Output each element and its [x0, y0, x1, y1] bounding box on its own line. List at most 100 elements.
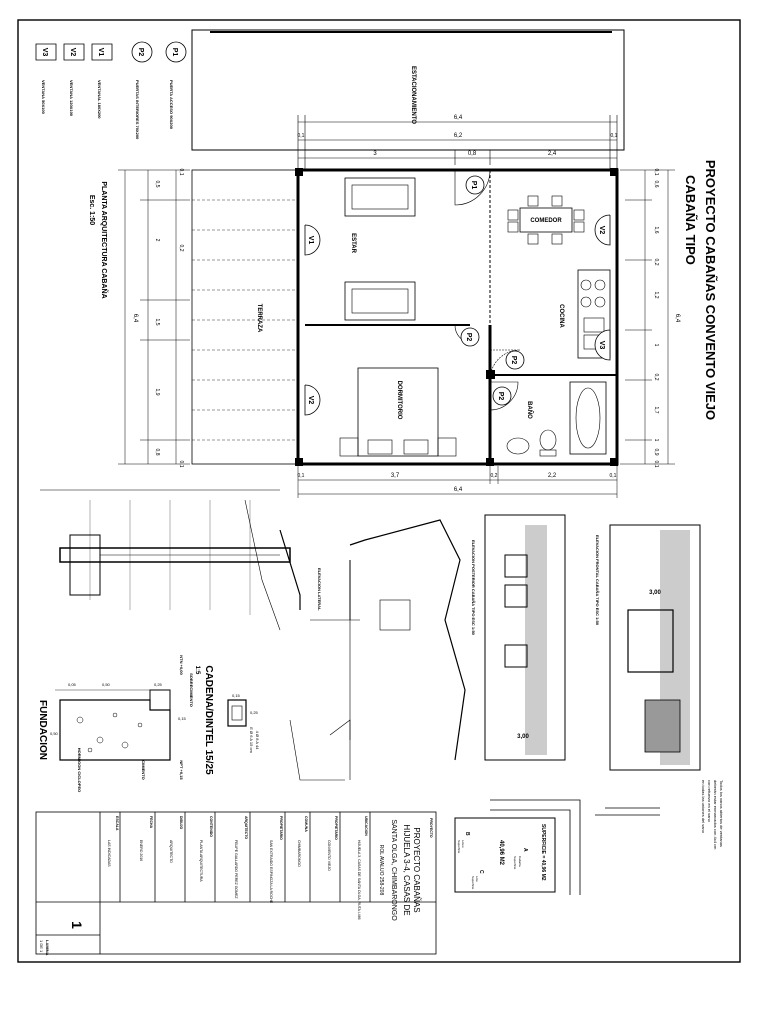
grid-letter: B — [464, 832, 470, 836]
tb-proyecto-line: ROL AVALUO 258-208 — [378, 845, 384, 896]
sink — [506, 437, 530, 455]
plan-marks: P1 P2 P2 P2 V1 V2 V2 V3 — [304, 175, 611, 416]
dim-left-seg: 0,1 — [178, 169, 184, 176]
legend-tag: V1 — [97, 48, 104, 57]
tb-row-value: CHIMBARONGO — [297, 840, 301, 867]
room-label-estar: ESTAR — [350, 233, 356, 254]
fund-dim: 0,50 — [102, 682, 111, 687]
mark-v2: V2 — [307, 396, 314, 405]
frontal-elevation-label: ELEVACION FRONTAL CABAÑA TIPO ESC 1:50 — [595, 535, 600, 626]
cadena-label: CADENA/DINTEL 15/25 — [203, 665, 214, 775]
npt-label: NPT +0,15 — [179, 760, 184, 780]
frontal-elevation — [609, 524, 701, 771]
dim-left-seg: 0,2 — [178, 245, 184, 252]
mark-v3: V3 — [598, 341, 605, 350]
dining-table — [519, 207, 573, 233]
fundacion-label: FUNDACION — [37, 700, 48, 760]
dim-right-seg: 0,6 — [653, 181, 659, 188]
legend-text: VENTANA 120X100 — [69, 80, 74, 117]
terrace — [191, 169, 299, 465]
corner-detail — [490, 799, 660, 895]
tb-row-label: DIBUJO — [179, 816, 183, 830]
title-block — [35, 811, 437, 955]
grid-sublabel: Cabaña — [518, 856, 522, 867]
dim-top-right: 0,1 — [611, 133, 618, 139]
cadena-dim: 0,15 — [232, 693, 241, 698]
surface-value: 40,96 M2 — [498, 840, 504, 866]
tb-row-label: ESCALA — [115, 816, 119, 831]
tb-row-label: ARQUITECTO — [244, 816, 248, 839]
dim-right-seg: 1 — [653, 344, 659, 347]
room-label-terraza: TERRAZA — [256, 304, 262, 333]
cimiento-label: CIMIENTO — [141, 760, 146, 779]
grid-sublabel: Superficie — [513, 856, 517, 870]
mark-v2: V2 — [598, 226, 605, 235]
tb-lamina-sub: 1 DE 1 — [39, 940, 44, 953]
lateral-elevation — [289, 519, 466, 781]
cadena-scale: 1:5 — [194, 666, 200, 675]
legend: P1 PUERTA ACCESO 90X200 P2 PUERTAS INTER… — [35, 41, 187, 140]
dim-top-total: 6,4 — [454, 115, 463, 121]
left-dimensions — [118, 169, 190, 465]
fundacion-detail — [55, 689, 171, 761]
room-label-dormitorio: DORMITORIO — [396, 381, 402, 420]
dim-bottom-left: 0,1 — [298, 473, 305, 479]
room-label-comedor: COMEDOR — [530, 218, 562, 224]
note-line: con refuerzo en el vano — [707, 780, 712, 823]
toilet — [539, 429, 557, 451]
tb-row-label: CONTENIDO — [209, 816, 213, 837]
dim-right-seg: 0,2 — [653, 374, 659, 381]
dim-top-left: 0,1 — [298, 133, 305, 139]
doors — [454, 169, 521, 411]
frontal-height: 3,00 — [649, 590, 661, 596]
bottom-dimensions — [297, 466, 618, 498]
notes: Todos los vanos abiertos de ventanas deb… — [701, 780, 724, 850]
mark-p2: P2 — [465, 333, 472, 342]
sofa — [344, 177, 416, 217]
ntn-label: NTN +0,00 — [179, 655, 184, 675]
plan-label: PLANTA ARQUITECTURA CABAÑA — [100, 181, 109, 298]
legend-tag: V2 — [69, 48, 76, 57]
dim-top-seg-b: 0,8 — [468, 151, 477, 157]
cadena-note: 4 Ø 8 A 44 — [255, 731, 260, 750]
top-dimensions — [297, 115, 618, 170]
tb-proyecto-line: PROYECTO CABAÑAS — [412, 827, 421, 912]
legend-text: VENTANAL 180X200 — [97, 80, 102, 119]
grid-sublabel: Superficie — [471, 876, 475, 890]
note-line: en todas las uniones del vano — [701, 780, 706, 834]
dim-left-seg: 0,1 — [178, 461, 184, 468]
wall-section-detail — [40, 489, 301, 631]
fund-dim: 0,15 — [178, 716, 187, 721]
fund-dim: 0,25 — [154, 682, 163, 687]
sheet-border — [17, 19, 741, 963]
plan-scale: Esc. 1:50 — [88, 195, 95, 225]
dim-left-seg: 2 — [154, 239, 160, 242]
kitchen-counter — [577, 269, 611, 359]
room-label-cocina: COCINA — [558, 304, 564, 328]
dim-left-seg: 0,5 — [154, 181, 160, 188]
dim-left-total: 6,4 — [132, 314, 138, 323]
tb-row-value: HIJUELA 3, CASAS DE SANTA OLGA, RUTA I-4… — [357, 840, 361, 920]
dim-top-seg-a: 3 — [373, 151, 377, 157]
dim-right-seg: 1,7 — [653, 407, 659, 414]
tb-row-value: LAS INDICADAS — [107, 840, 111, 867]
dim-right-seg: 1,6 — [653, 227, 659, 234]
dim-right-seg: 0,1 — [653, 169, 659, 176]
grid-sublabel: Loteo — [461, 840, 465, 848]
posterior-elevation-label: ELEVACION POSTERIOR CABAÑA TIPO ESC 1:50 — [471, 540, 476, 636]
legend-tag: P1 — [171, 48, 178, 57]
legend-text: PUERTAS INTERIORES 70X200 — [135, 80, 140, 140]
posterior-height: 3,00 — [517, 734, 529, 740]
mark-p2: P2 — [497, 392, 504, 401]
grid-sublabel: Superficie — [457, 840, 461, 854]
tb-row-label: PROPIETARIO — [334, 816, 338, 840]
dim-right-total: 6,4 — [674, 314, 680, 323]
tb-row-value: SAN EXTRAIDO ESPINOZA LA ROCHE — [269, 840, 273, 904]
bed — [357, 367, 439, 457]
dim-right-seg: 0,1 — [653, 461, 659, 468]
legend-text: VENTANA 50X100 — [41, 80, 46, 115]
surface-label: SUPERFICIE = 40,96 M2 — [540, 824, 546, 881]
dim-bottom-b: 2,2 — [548, 473, 557, 479]
dim-bottom-mid: 0,2 — [491, 473, 498, 479]
